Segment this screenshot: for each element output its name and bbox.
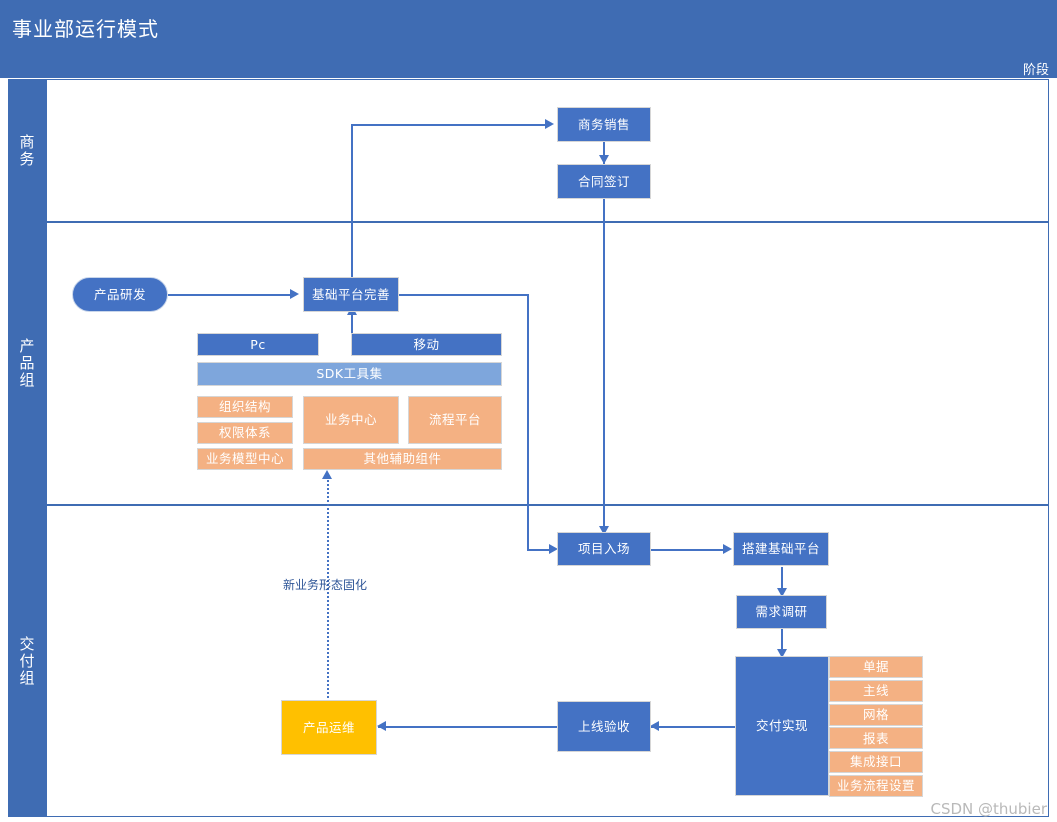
lane-label-delivery-text: 交付组 — [17, 635, 36, 687]
connector-build-to-research — [781, 567, 783, 595]
connector-platform-to-entry-h1 — [399, 294, 529, 296]
node-contract-signing[interactable]: 合同签订 — [557, 164, 651, 199]
connector-sales-to-contract — [603, 142, 605, 164]
connector-delivery-to-acceptance — [651, 726, 735, 728]
node-business-center[interactable]: 业务中心 — [303, 396, 399, 444]
delivery-item[interactable]: 报表 — [829, 727, 923, 750]
node-product-rnd[interactable]: 产品研发 — [72, 277, 168, 312]
delivery-item[interactable]: 单据 — [829, 656, 923, 678]
connector-rnd-to-platform — [168, 294, 290, 296]
delivery-item[interactable]: 集成接口 — [829, 751, 923, 774]
node-sdk-toolkit[interactable]: SDK工具集 — [197, 362, 502, 386]
arrowhead-to-requirement-research — [777, 588, 787, 597]
node-platform-improve[interactable]: 基础平台完善 — [303, 277, 399, 312]
delivery-item[interactable]: 网格 — [829, 703, 923, 726]
node-permission-system[interactable]: 权限体系 — [197, 422, 293, 444]
arrowhead-to-platform-improve — [290, 289, 299, 299]
node-product-ops[interactable]: 产品运维 — [281, 700, 377, 755]
node-process-platform[interactable]: 流程平台 — [408, 396, 502, 444]
delivery-item[interactable]: 业务流程设置 — [829, 775, 923, 797]
connector-platform-to-sales-horizontal — [351, 124, 545, 126]
node-business-sales[interactable]: 商务销售 — [557, 107, 651, 142]
delivery-item[interactable]: 主线 — [829, 679, 923, 702]
lane-label-product-text: 产品组 — [17, 338, 36, 389]
node-requirement-research[interactable]: 需求调研 — [736, 595, 827, 629]
arrowhead-to-business-sales — [545, 119, 554, 129]
edge-label-solidify: 新业务形态固化 — [283, 578, 368, 592]
phase-header-bar: 阶段 — [0, 57, 1057, 78]
node-business-model-center[interactable]: 业务模型中心 — [197, 448, 293, 470]
title-bar: 事业部运行模式 — [0, 0, 1057, 57]
lane-body-business — [46, 79, 1049, 222]
connector-platform-to-entry-h2 — [527, 549, 551, 551]
arrowhead-to-acceptance — [650, 721, 659, 731]
node-build-base-platform[interactable]: 搭建基础平台 — [733, 532, 829, 566]
lane-label-product: 产品组 — [8, 222, 46, 505]
arrowhead-to-project-entry-top — [599, 526, 609, 535]
connector-entry-to-build — [651, 549, 724, 551]
node-pc[interactable]: Pc — [197, 333, 319, 356]
lane-label-delivery: 交付组 — [8, 505, 46, 817]
node-project-entry[interactable]: 项目入场 — [557, 532, 651, 566]
connector-research-to-delivery — [781, 629, 783, 657]
node-acceptance[interactable]: 上线验收 — [557, 701, 651, 752]
watermark: CSDN @thubier — [930, 800, 1047, 818]
phase-label: 阶段 — [1022, 63, 1049, 78]
node-other-components[interactable]: 其他辅助组件 — [303, 448, 502, 470]
lane-label-business-text: 商务 — [17, 133, 36, 168]
connector-contract-to-project-entry — [603, 199, 605, 532]
connector-platform-to-sales-vertical — [351, 124, 353, 282]
connector-acceptance-to-ops — [378, 726, 558, 728]
arrowhead-to-build-platform — [723, 544, 732, 554]
lane-label-business: 商务 — [8, 79, 46, 222]
connector-platform-to-entry-v — [527, 294, 529, 550]
connector-stack-to-platform — [351, 312, 353, 335]
arrowhead-components-up — [322, 470, 332, 479]
arrowhead-to-product-ops — [377, 721, 386, 731]
arrowhead-to-project-entry-left — [549, 544, 558, 554]
node-org-structure[interactable]: 组织结构 — [197, 396, 293, 418]
arrowhead-to-contract — [599, 155, 609, 164]
page-title: 事业部运行模式 — [12, 17, 159, 41]
node-mobile[interactable]: 移动 — [351, 333, 502, 356]
node-delivery-implementation[interactable]: 交付实现 — [735, 656, 829, 796]
connector-ops-to-components-dotted — [327, 480, 329, 698]
arrowhead-to-delivery-implementation — [777, 649, 787, 658]
